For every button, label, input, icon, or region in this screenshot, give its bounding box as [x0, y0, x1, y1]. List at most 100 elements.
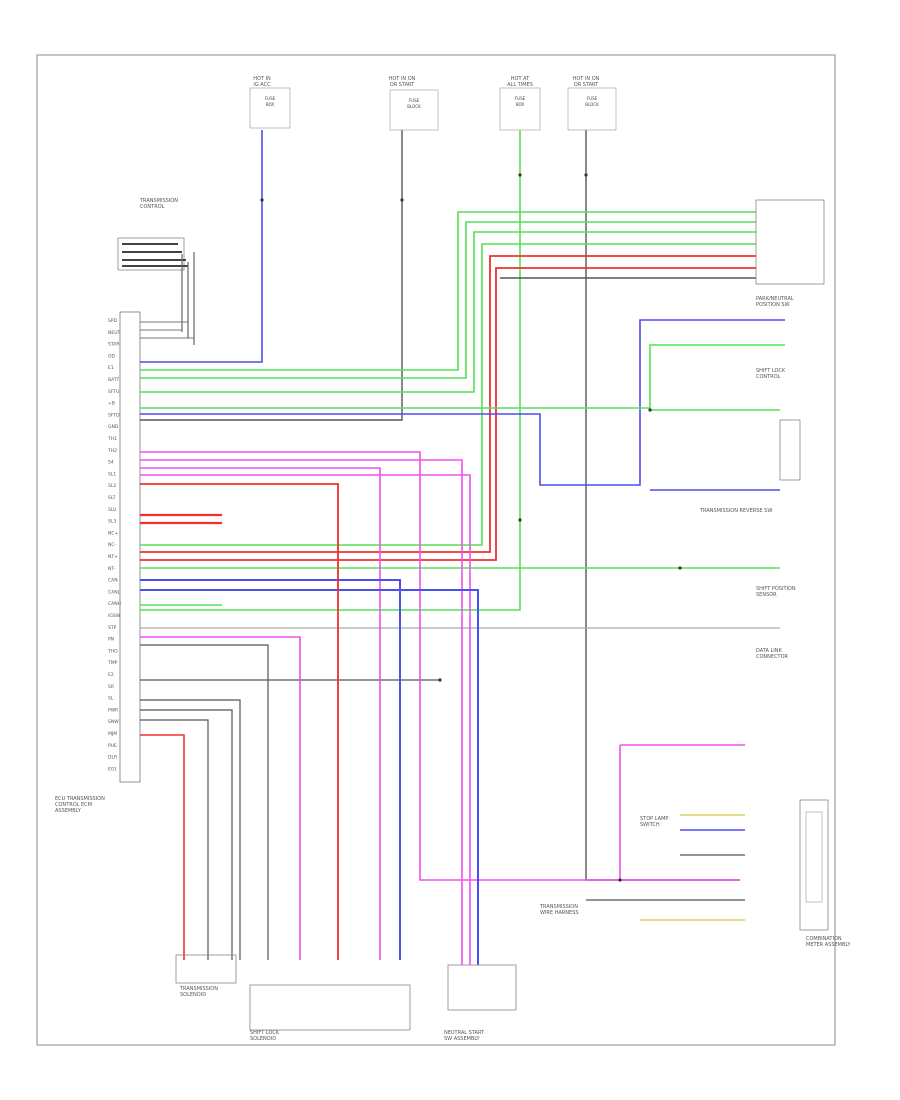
ecm-pin-21: NT-: [108, 566, 116, 572]
ecm-pin-15: SLT: [108, 495, 116, 501]
ecm-pin-38: E01: [108, 766, 117, 772]
ecm-pin-20: NT+: [108, 554, 118, 560]
solenoid-connector: [175, 954, 237, 984]
wire-gray-sol-2: [140, 709, 233, 960]
splice-point: [400, 198, 404, 202]
ecm-pin-14: SL2: [108, 483, 116, 489]
wire-magenta-long: [140, 451, 740, 881]
ecm-pin-28: THO: [107, 648, 118, 654]
wire-magenta-3: [140, 474, 471, 965]
wire-magenta-down: [140, 636, 301, 960]
ecm-pin-13: SL1: [108, 471, 116, 477]
ecm-pin-22: CAN: [108, 578, 118, 584]
wire-red-1: [140, 255, 756, 553]
ecm-pin-8: SFTD: [108, 412, 120, 418]
ecm-pin-33: PWR: [108, 707, 118, 713]
splice-point: [584, 173, 588, 177]
ecm-pin-4: E1: [108, 365, 114, 371]
ecm-pin-0: SPD: [108, 318, 118, 324]
ecm-pin-30: E2: [108, 672, 114, 678]
splice-point: [438, 678, 442, 682]
ecm-pin-25: IGSW: [108, 613, 121, 619]
wire-red-sol: [140, 734, 185, 960]
wire-magenta-1: [140, 459, 463, 965]
ecm-pin-31: SR: [108, 684, 114, 690]
splice-point: [648, 408, 652, 412]
wire-green-1: [140, 211, 756, 371]
wire-blue-feed: [140, 130, 263, 363]
splice-point: [618, 878, 622, 882]
diagram-frame: [36, 54, 836, 1046]
ecm-pin-6: SFTU: [108, 389, 119, 395]
ecm-pin-27: PN: [108, 637, 114, 643]
ecm-pin-5: BATT: [108, 377, 119, 383]
splice-point: [518, 518, 522, 522]
ecm-pin-11: TH2: [107, 448, 117, 454]
ecm-pin-16: SLU: [108, 507, 116, 513]
combination-meter: [799, 799, 829, 931]
ecm-pin-26: STP: [108, 625, 117, 631]
right-top-connector: [755, 199, 825, 285]
ecm-pin-17: SL3: [108, 519, 116, 525]
ecm-pin-23: CANL: [108, 589, 121, 595]
wire-gray-down: [140, 644, 269, 960]
wire-gray-sol-3: [140, 699, 241, 960]
wire-gray-long: [585, 130, 740, 881]
wire-blue-harness: [140, 589, 479, 965]
ecm-pin-10: TH1: [107, 436, 117, 442]
wire-magenta-2: [140, 467, 381, 960]
ecm-pin-2: STAR: [108, 342, 119, 348]
range-sensor-connector: [117, 237, 195, 345]
splice-point: [678, 566, 682, 570]
right-mid-connector: [779, 419, 801, 481]
ecm-pin-9: GND: [108, 424, 119, 430]
ecm-pin-37: DLR: [108, 755, 117, 761]
wire-green-3: [140, 231, 756, 393]
wire-red-down: [140, 483, 339, 960]
ecm-connector: [119, 311, 141, 783]
wire-green-2: [140, 221, 756, 379]
wire-green-feed: [140, 130, 521, 611]
ecm-pin-1: NEUT: [108, 330, 121, 336]
ecm-pin-32: SL: [108, 696, 114, 702]
splice-point: [260, 198, 264, 202]
ecm-pin-12: S4: [108, 460, 114, 466]
ecm-pin-18: NC+: [108, 530, 119, 536]
ecm-pin-35: MJM: [108, 731, 117, 737]
ecm-pin-24: CANH: [108, 601, 121, 607]
wire-green-4: [140, 243, 756, 546]
label-layer: SPDNEUTSTARODE1BATTSFTU+BSFTDGNDTH1TH2S4…: [55, 76, 852, 1042]
ecm-pin-19: NC-: [108, 542, 117, 548]
wire-green-right: [140, 344, 785, 409]
ecm-pin-29: TMP: [107, 660, 118, 666]
splice-point: [518, 173, 522, 177]
transmission-harness-connector: [447, 964, 517, 1011]
wire-blue-right: [140, 319, 785, 486]
top-fuses: [249, 87, 617, 131]
neutral-switch-connector: [249, 984, 411, 1031]
wire-blue-down: [140, 579, 401, 960]
wire-gray-feed: [140, 130, 403, 421]
ecm-pin-7: +B: [108, 401, 115, 407]
